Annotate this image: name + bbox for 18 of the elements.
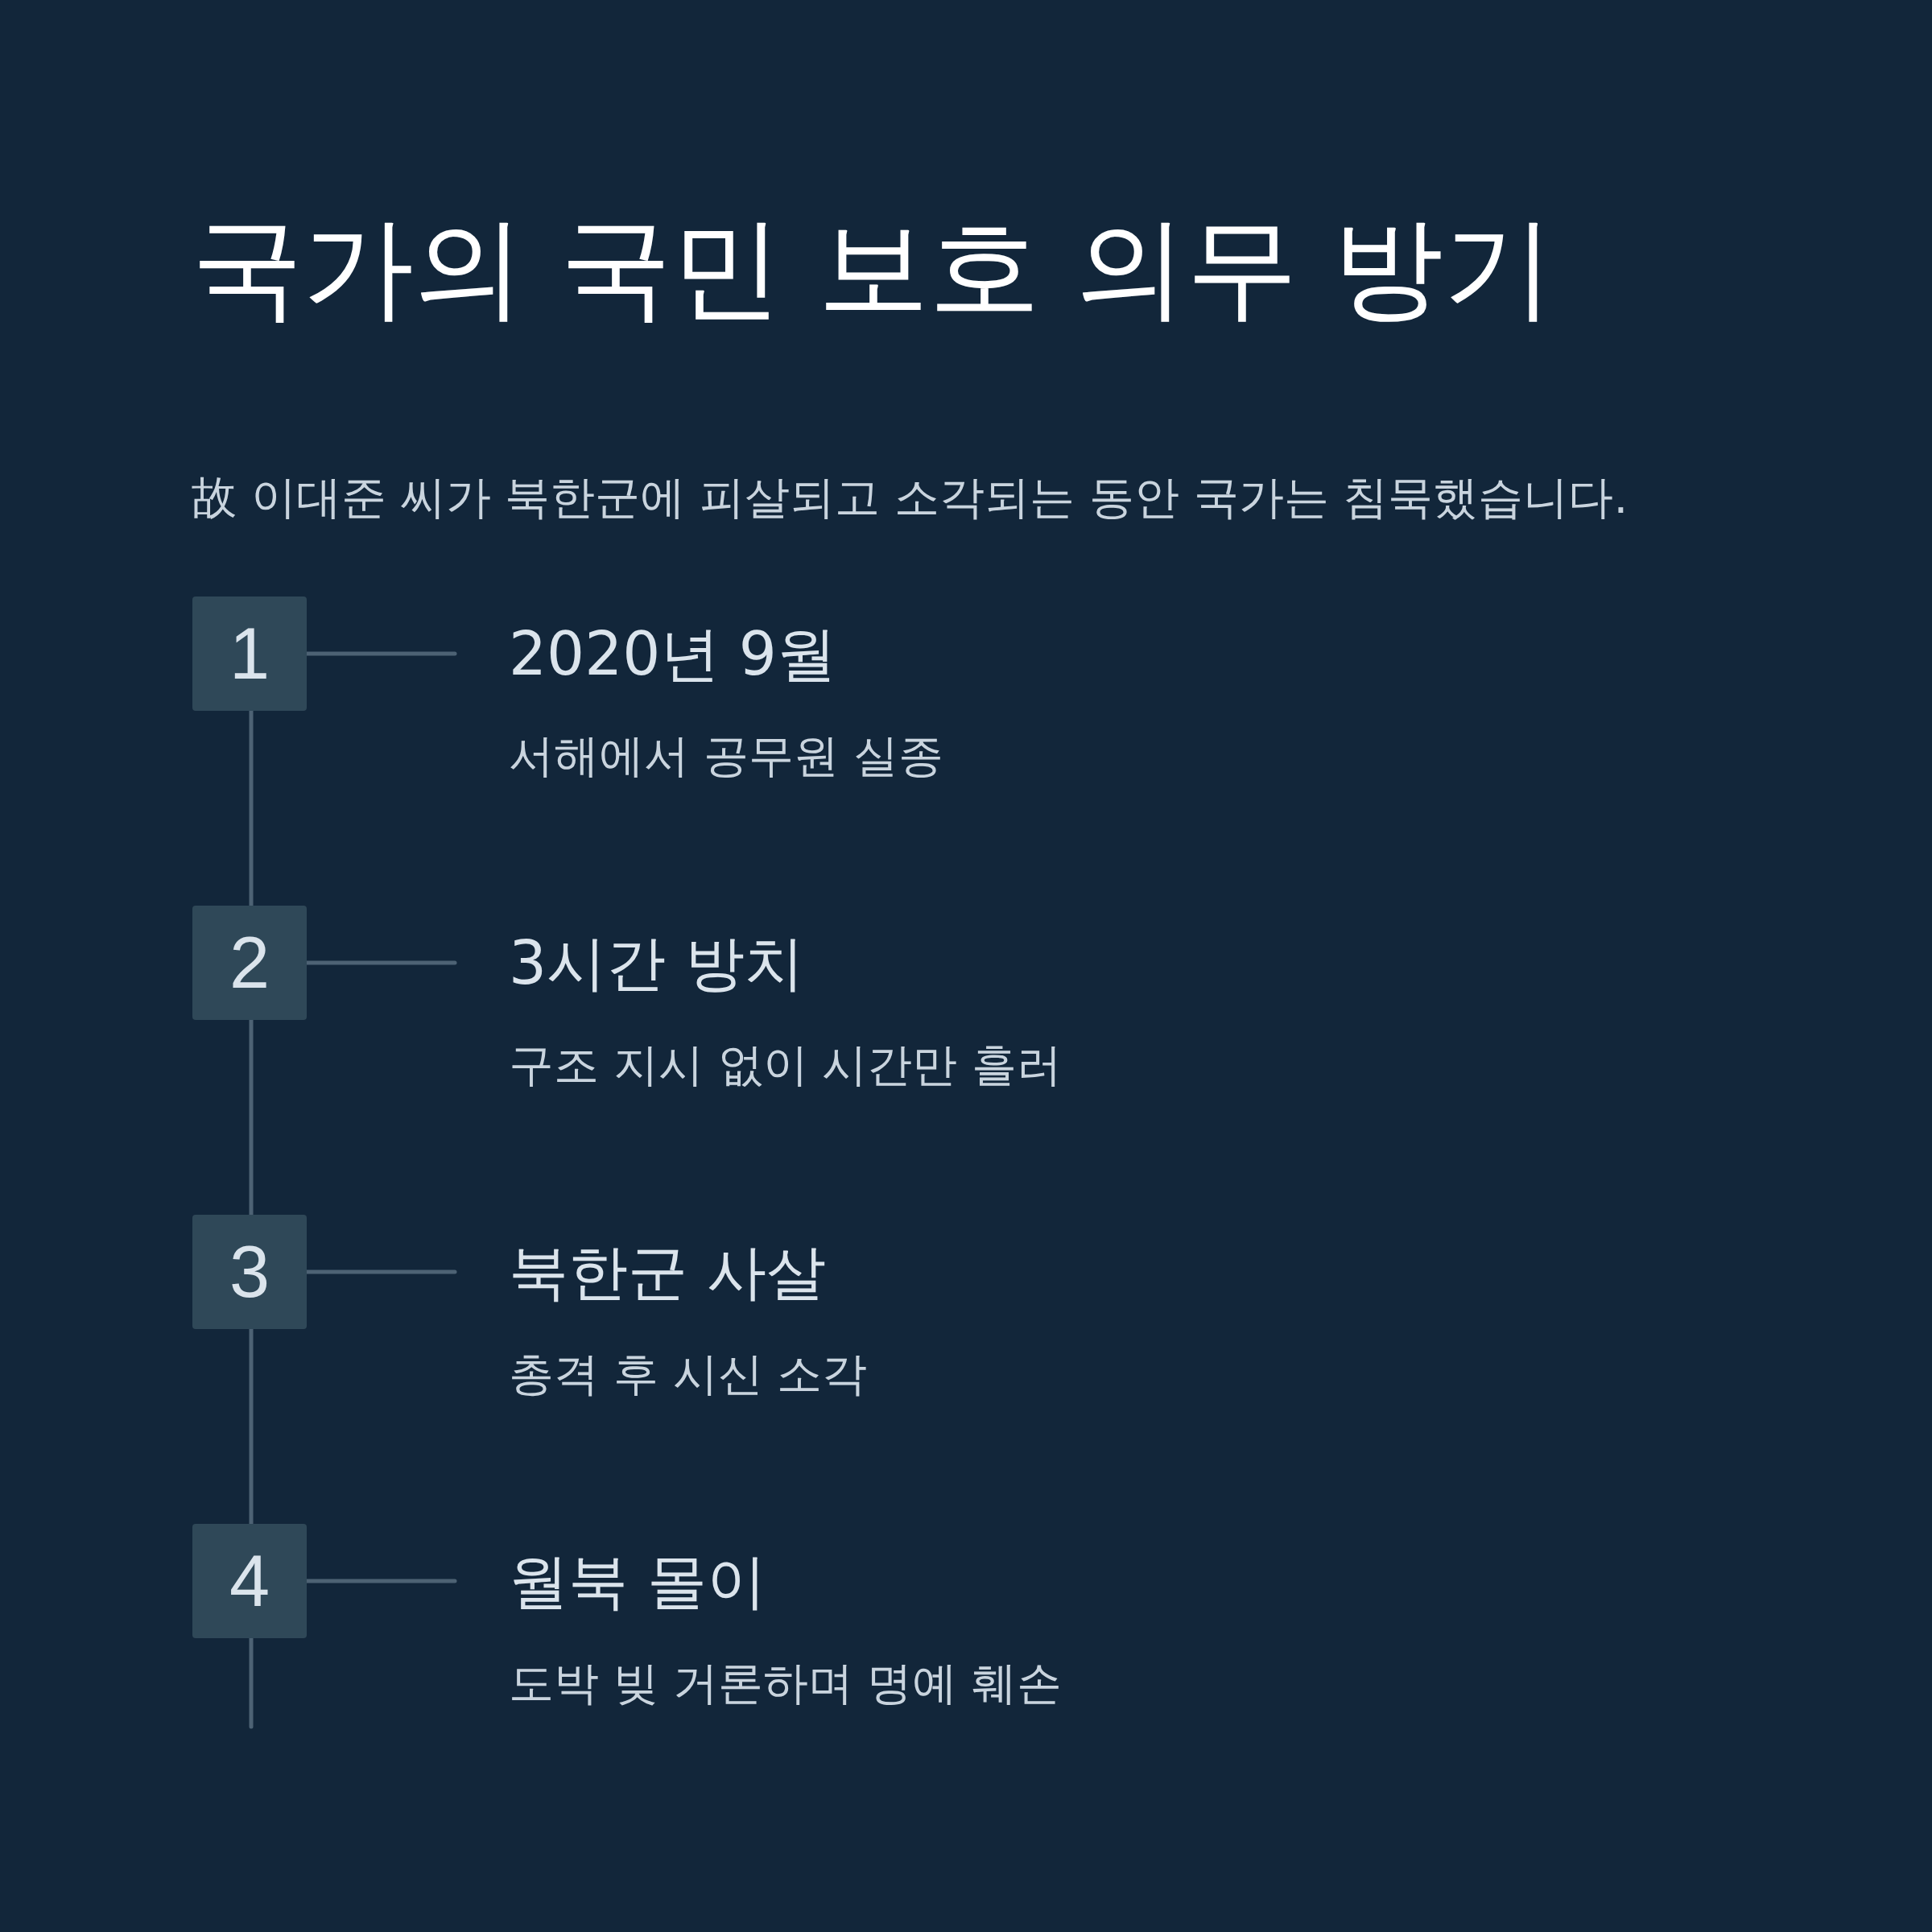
timeline-line <box>249 1636 254 1729</box>
timeline-line <box>249 1327 254 1526</box>
title: 국가의 국민 보호 의무 방기 <box>192 202 1555 334</box>
step-number-badge: 4 <box>192 1524 307 1638</box>
event-heading: 월북 몰이 <box>509 1546 766 1617</box>
step-number-badge: 1 <box>192 597 307 711</box>
subtitle: 故 이대준 씨가 북한군에 피살되고 소각되는 동안 국가는 침묵했습니다. <box>192 470 1629 525</box>
event-description: 도박 빚 거론하며 명예 훼손 <box>509 1657 1063 1709</box>
timeline-line <box>249 1018 254 1217</box>
event-description: 총격 후 시신 소각 <box>509 1348 868 1400</box>
step-number-badge: 2 <box>192 906 307 1020</box>
event-heading: 2020년 9월 <box>509 618 836 690</box>
event-description: 구조 지시 없이 시간만 흘러 <box>509 1039 1063 1091</box>
timeline-line <box>249 708 254 908</box>
event-heading: 3시간 방치 <box>509 927 804 999</box>
event-description: 서해에서 공무원 실종 <box>509 730 943 782</box>
step-number-badge: 3 <box>192 1215 307 1329</box>
event-heading: 북한군 사살 <box>509 1236 826 1308</box>
